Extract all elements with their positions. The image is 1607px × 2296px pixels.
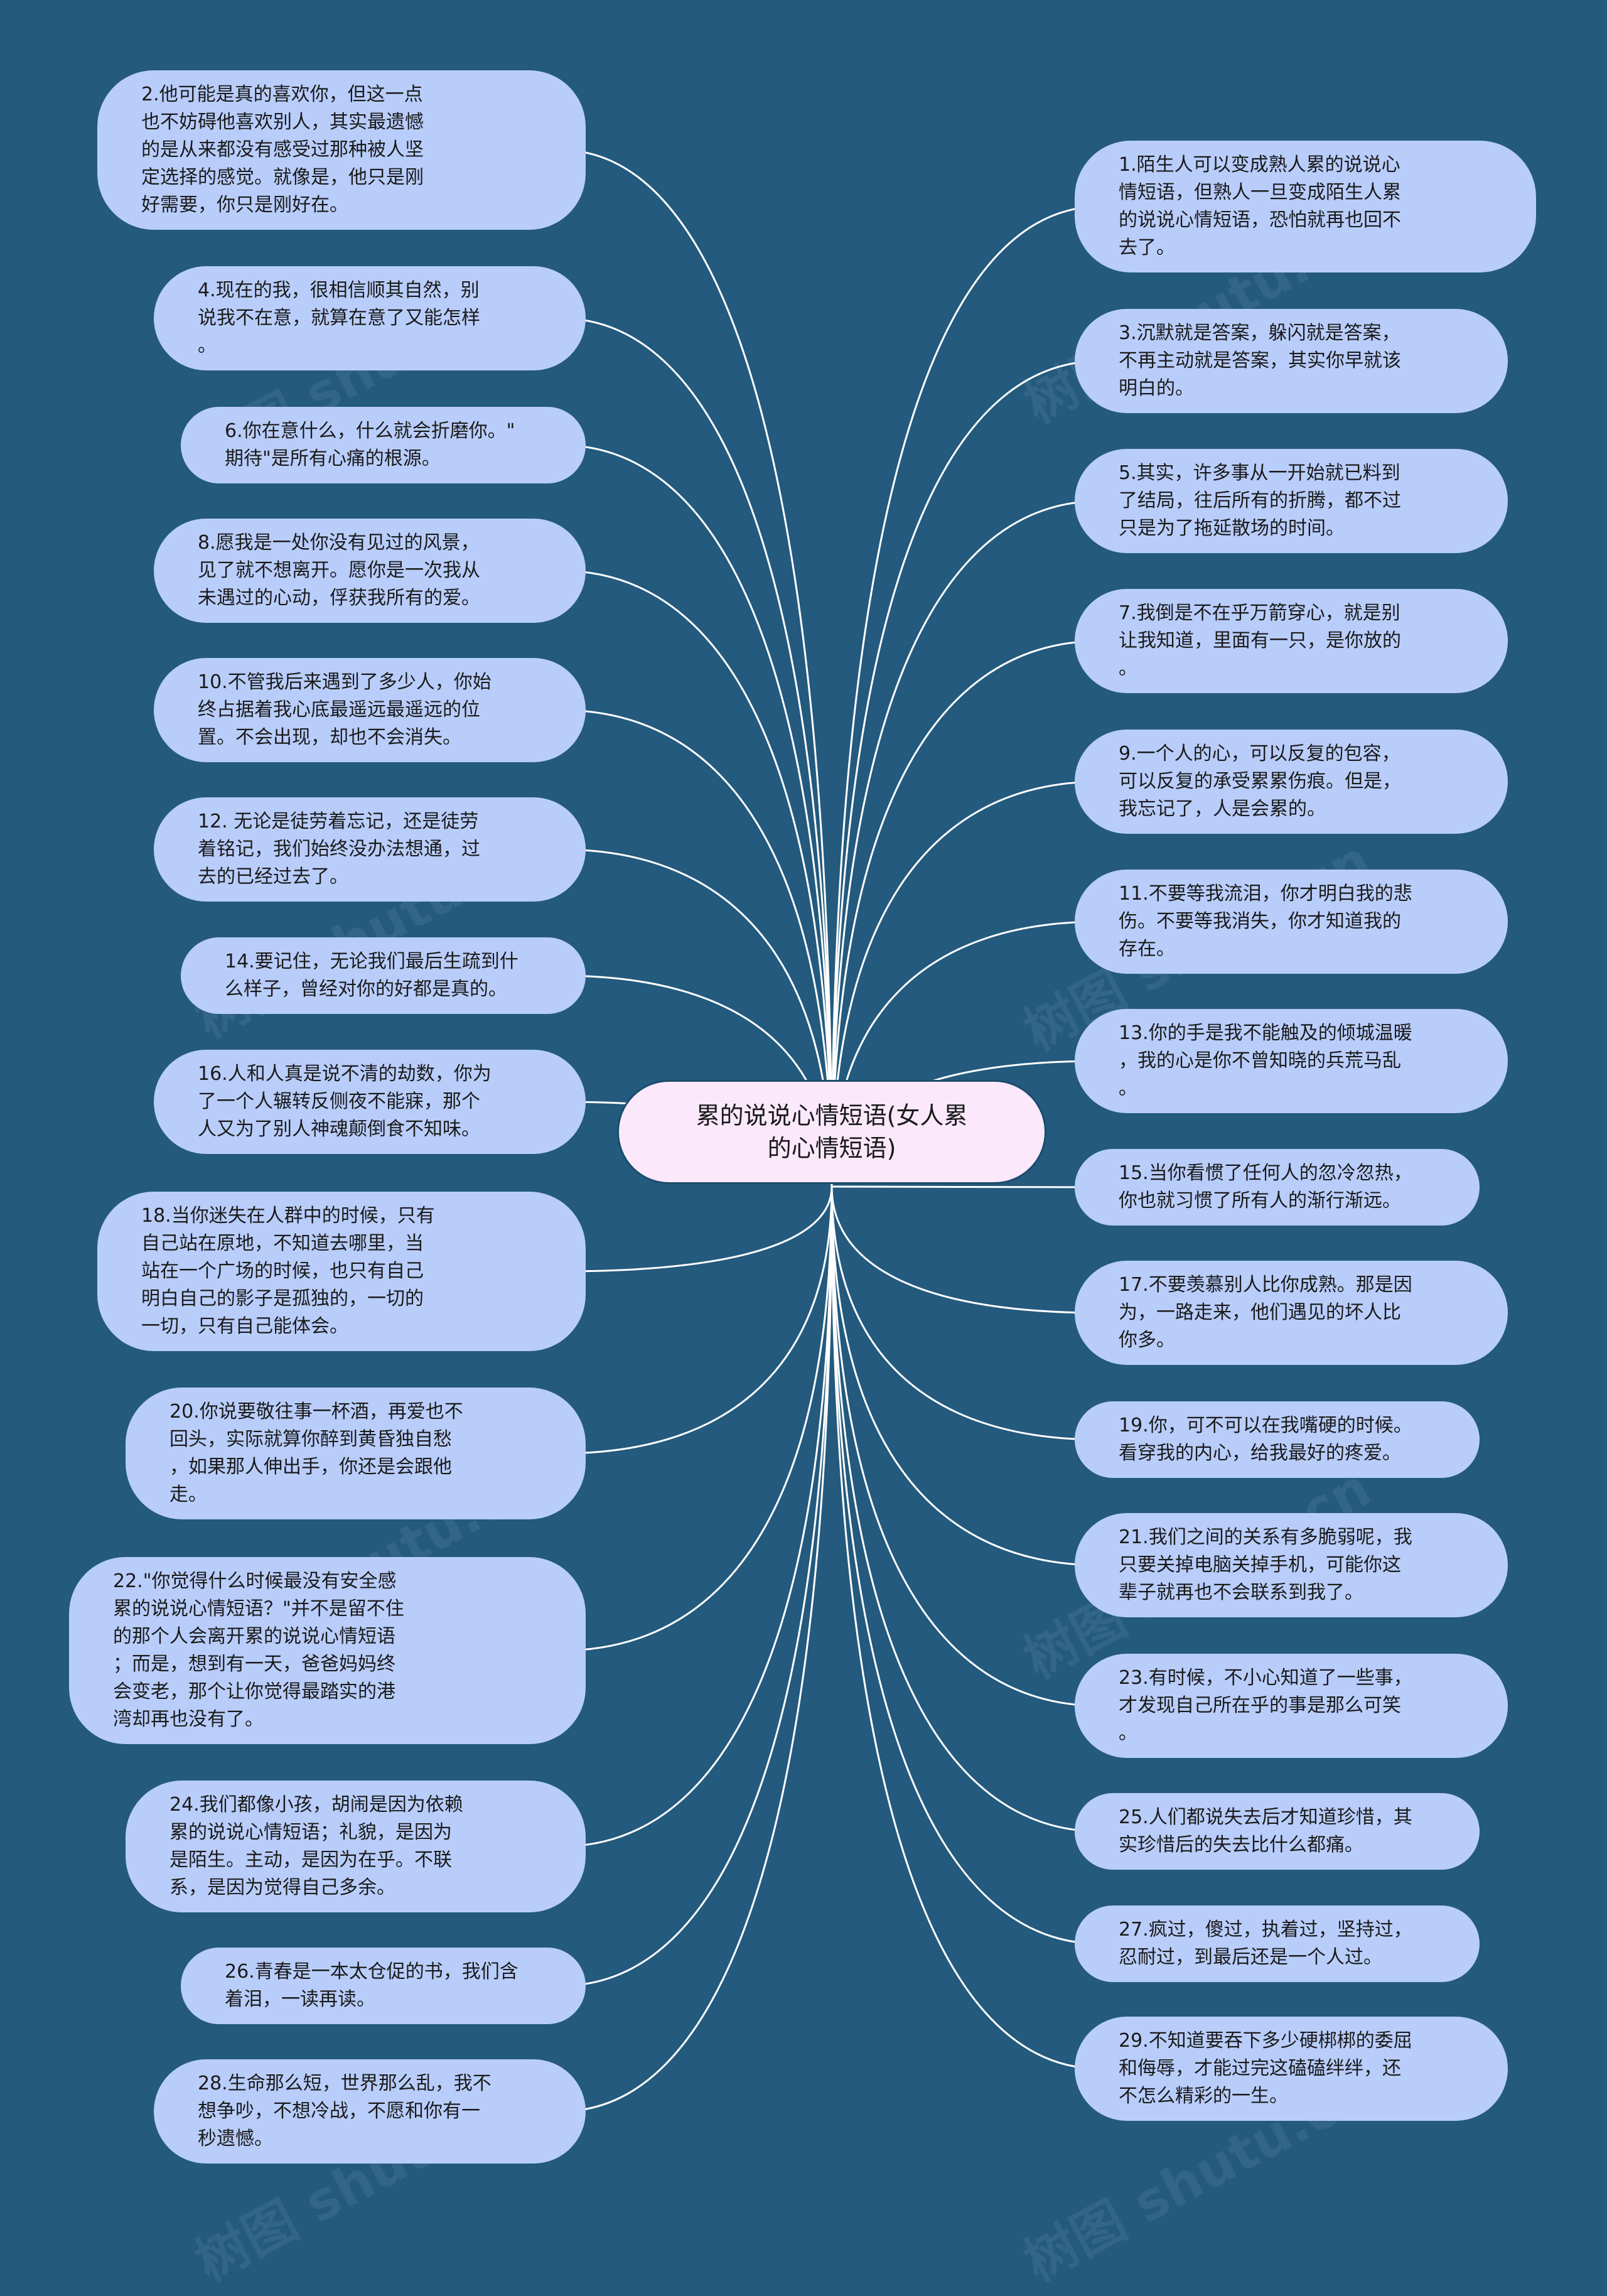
mind-map-canvas: 树图 shutu.cn 树图 shutu.cn 树图 shutu.cn 树图 s… — [69, 70, 1536, 2293]
connector-line — [830, 1186, 1100, 1833]
connector-line — [830, 1186, 1100, 1314]
topic-node[interactable]: 25.人们都说失去后才知道珍惜，其 实珍惜后的失去比什么都痛。 — [1075, 1793, 1480, 1870]
topic-node[interactable]: 29.不知道要吞下多少硬梆梆的委屈 和侮辱，才能过完这磕磕绊绊，还 不怎么精彩的… — [1075, 2017, 1508, 2121]
topic-node[interactable]: 10.不管我后来遇到了多少人，你始 终占据着我心底最遥远最遥远的位 置。不会出现… — [154, 658, 586, 762]
topic-node[interactable]: 15.当你看惯了任何人的忽冷忽热， 你也就习惯了所有人的渐行渐远。 — [1075, 1149, 1480, 1226]
topic-node[interactable]: 7.我倒是不在乎万箭穿心，就是别 让我知道，里面有一只，是你放的 。 — [1075, 589, 1508, 693]
topic-node[interactable]: 3.沉默就是答案，躲闪就是答案， 不再主动就是答案，其实你早就该 明白的。 — [1075, 309, 1508, 413]
topic-node[interactable]: 6.你在意什么，什么就会折磨你。" 期待"是所有心痛的根源。 — [181, 407, 586, 483]
topic-node[interactable]: 21.我们之间的关系有多脆弱呢，我 只要关掉电脑关掉手机，可能你这 辈子就再也不… — [1075, 1513, 1508, 1617]
connector-line — [830, 1186, 1100, 1441]
topic-node[interactable]: 5.其实，许多事从一开始就已料到 了结局，往后所有的折腾，都不过 只是为了拖延散… — [1075, 449, 1508, 553]
connector-line — [560, 317, 833, 1187]
connector-line — [830, 360, 1100, 1187]
topic-node[interactable]: 23.有时候，不小心知道了一些事， 才发现自己所在乎的事是那么可笑 。 — [1075, 1654, 1508, 1758]
topic-node[interactable]: 11.不要等我流泪，你才明白我的悲 伤。不要等我消失，你才知道我的 存在。 — [1075, 870, 1508, 974]
topic-node[interactable]: 14.要记住，无论我们最后生疏到什 么样子，曾经对你的好都是真的。 — [181, 937, 586, 1014]
topic-node[interactable]: 13.你的手是我不能触及的倾城温暖 ，我的心是你不曾知晓的兵荒马乱 。 — [1075, 1009, 1508, 1113]
topic-node[interactable]: 20.你说要敬往事一杯酒，再爱也不 回头，实际就算你醉到黄昏独自愁 ，如果那人伸… — [126, 1388, 586, 1519]
topic-node[interactable]: 9.一个人的心，可以反复的包容， 可以反复的承受累累伤痕。但是， 我忘记了，人是… — [1075, 730, 1508, 834]
topic-node[interactable]: 26.青春是一本太仓促的书，我们含 着泪，一读再读。 — [181, 1948, 586, 2024]
topic-node[interactable]: 8.愿我是一处你没有见过的风景， 见了就不想离开。愿你是一次我从 未遇过的心动，… — [154, 519, 586, 623]
connector-line — [830, 205, 1100, 1187]
topic-node[interactable]: 22."你觉得什么时候最没有安全感 累的说说心情短语？"并不是留不住 的那个人会… — [69, 1557, 586, 1744]
connector-line — [560, 149, 833, 1187]
connector-line — [830, 1186, 1100, 2070]
connector-line — [830, 1186, 1100, 1707]
connector-line — [560, 1186, 833, 1987]
topic-node[interactable]: 18.当你迷失在人群中的时候，只有 自己站在原地，不知道去哪里，当 站在一个广场… — [97, 1192, 586, 1351]
connector-line — [560, 1186, 833, 1652]
topic-node[interactable]: 24.我们都像小孩，胡闹是因为依赖 累的说说心情短语；礼貌，是因为 是陌生。主动… — [126, 1781, 586, 1912]
topic-node[interactable]: 19.你，可不可以在我嘴硬的时候。 看穿我的内心，给我最好的疼爱。 — [1075, 1401, 1480, 1478]
topic-node[interactable]: 28.生命那么短，世界那么乱，我不 想争吵，不想冷战，不愿和你有一 秒遗憾。 — [154, 2059, 586, 2164]
central-topic[interactable]: 累的说说心情短语(女人累 的心情短语) — [617, 1080, 1046, 1184]
topic-node[interactable]: 27.疯过，傻过，执着过，坚持过， 忍耐过，到最后还是一个人过。 — [1075, 1905, 1480, 1982]
connector-line — [560, 1186, 833, 1848]
topic-node[interactable]: 2.他可能是真的喜欢你，但这一点 也不妨碍他喜欢别人，其实最遗憾 的是从来都没有… — [97, 70, 586, 230]
connector-line — [560, 1186, 833, 1455]
topic-node[interactable]: 4.现在的我，很相信顺其自然，别 说我不在意，就算在意了又能怎样 。 — [154, 266, 586, 370]
connector-line — [560, 709, 833, 1187]
topic-node[interactable]: 16.人和人真是说不清的劫数，你为 了一个人辗转反侧夜不能寐，那个 人又为了别人… — [154, 1050, 586, 1154]
topic-node[interactable]: 17.不要羡慕别人比你成熟。那是因 为，一路走来，他们遇见的坏人比 你多。 — [1075, 1261, 1508, 1365]
connector-line — [560, 569, 833, 1187]
connector-line — [560, 444, 833, 1187]
connector-line — [830, 500, 1100, 1187]
connector-line — [560, 1186, 833, 2113]
connector-line — [560, 1186, 833, 1273]
topic-node[interactable]: 1.陌生人可以变成熟人累的说说心 情短语，但熟人一旦变成陌生人累 的说说心情短语… — [1075, 141, 1536, 272]
connector-line — [830, 640, 1100, 1187]
connector-line — [830, 1186, 1100, 1945]
connector-line — [830, 780, 1100, 1187]
topic-node[interactable]: 12. 无论是徒劳着忘记，还是徒劳 着铭记，我们始终没办法想通，过 去的已经过去… — [154, 797, 586, 902]
connector-line — [830, 1186, 1100, 1566]
